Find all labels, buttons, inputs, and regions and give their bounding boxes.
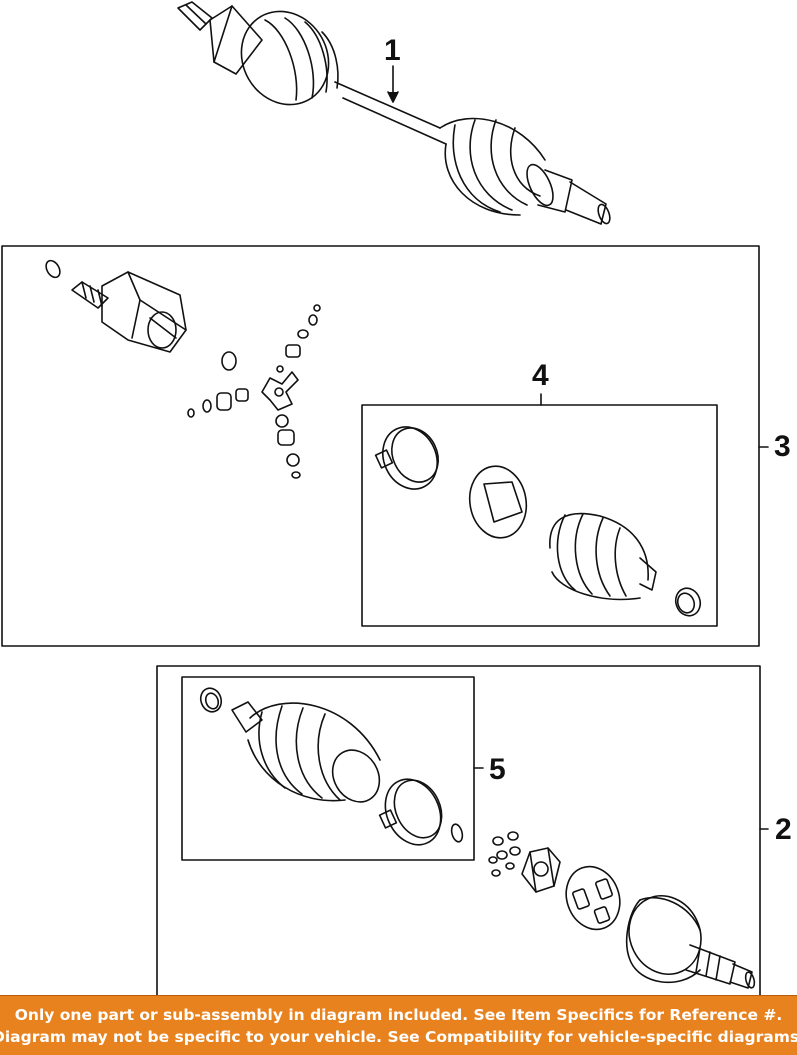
axle-shaft-assembly	[177, 1, 611, 225]
callout-4: 4	[532, 359, 549, 392]
disclaimer-line-2: Diagram may not be specific to your vehi…	[0, 1027, 797, 1046]
callout-2: 2	[775, 813, 792, 846]
outer-joint-parts	[488, 831, 756, 989]
callout-3: 3	[774, 430, 791, 463]
callout-1: 1	[384, 34, 401, 67]
disclaimer-line-1: Only one part or sub-assembly in diagram…	[14, 1005, 783, 1024]
tripod-spider	[187, 304, 321, 479]
leader-lines	[387, 65, 769, 830]
callout-5: 5	[489, 753, 506, 786]
outer-joint-kit-box	[156, 665, 761, 995]
outer-boot-kit-parts	[199, 687, 464, 846]
disclaimer-banner: Only one part or sub-assembly in diagram…	[0, 995, 797, 1055]
inner-joint-kit-box	[1, 245, 760, 647]
boot-kit-box	[361, 404, 718, 627]
outer-boot-kit-box	[181, 676, 475, 861]
parts-diagram	[1, 1, 769, 995]
boot-kit-parts	[374, 426, 702, 617]
inner-joint-housing	[45, 259, 187, 353]
